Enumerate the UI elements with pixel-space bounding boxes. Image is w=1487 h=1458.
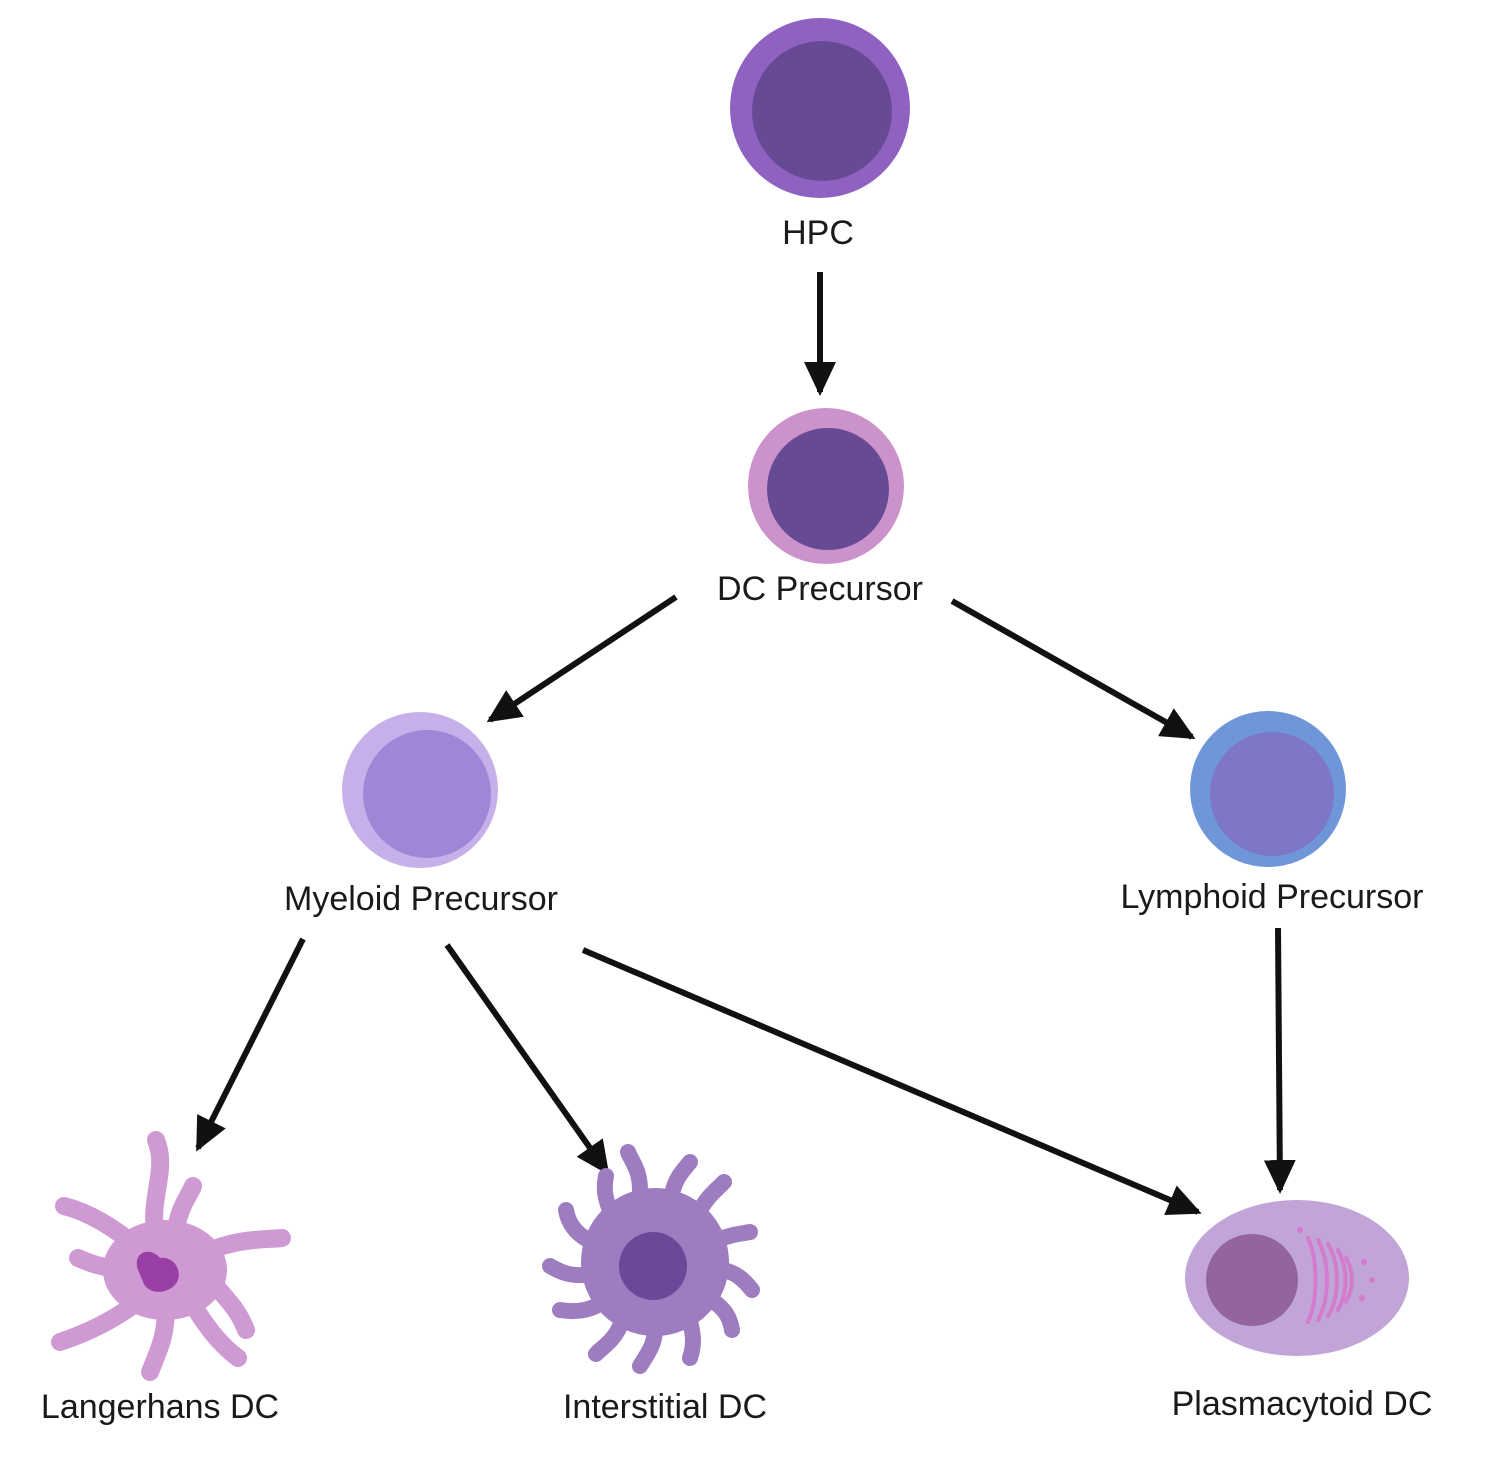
dc-precursor-label: DC Precursor [717, 570, 923, 608]
dc-precursor-cell-icon [748, 408, 904, 564]
edge-myeloid-to-langerhans [195, 937, 306, 1152]
plasmacytoid-dc-label: Plasmacytoid DC [1172, 1385, 1433, 1423]
lymphoid-precursor-label: Lymphoid Precursor [1121, 878, 1424, 916]
lymphoid-precursor-cell-icon [1190, 711, 1346, 867]
edge-dc-precursor-to-myeloid [486, 594, 678, 723]
plasmacytoid-dc-cell-icon [1185, 1200, 1409, 1356]
hpc-cell-icon [730, 18, 910, 198]
edge-myeloid-to-plasmacytoid [581, 947, 1202, 1215]
myeloid-precursor-label: Myeloid Precursor [284, 880, 558, 918]
myeloid-precursor-cell-icon [342, 712, 498, 868]
interstitial-dc-label: Interstitial DC [563, 1388, 767, 1426]
hpc-label: HPC [782, 214, 854, 252]
edge-myeloid-to-interstitial [444, 943, 610, 1176]
langerhans-dc-label: Langerhans DC [41, 1388, 279, 1426]
interstitial-dc-cell-icon [542, 1144, 760, 1374]
edge-dc-precursor-to-lymphoid [950, 598, 1196, 740]
langerhans-dc-cell-icon [51, 1131, 291, 1381]
edges [195, 272, 1296, 1215]
edge-lymphoid-to-plasmacytoid [1263, 927, 1296, 1194]
